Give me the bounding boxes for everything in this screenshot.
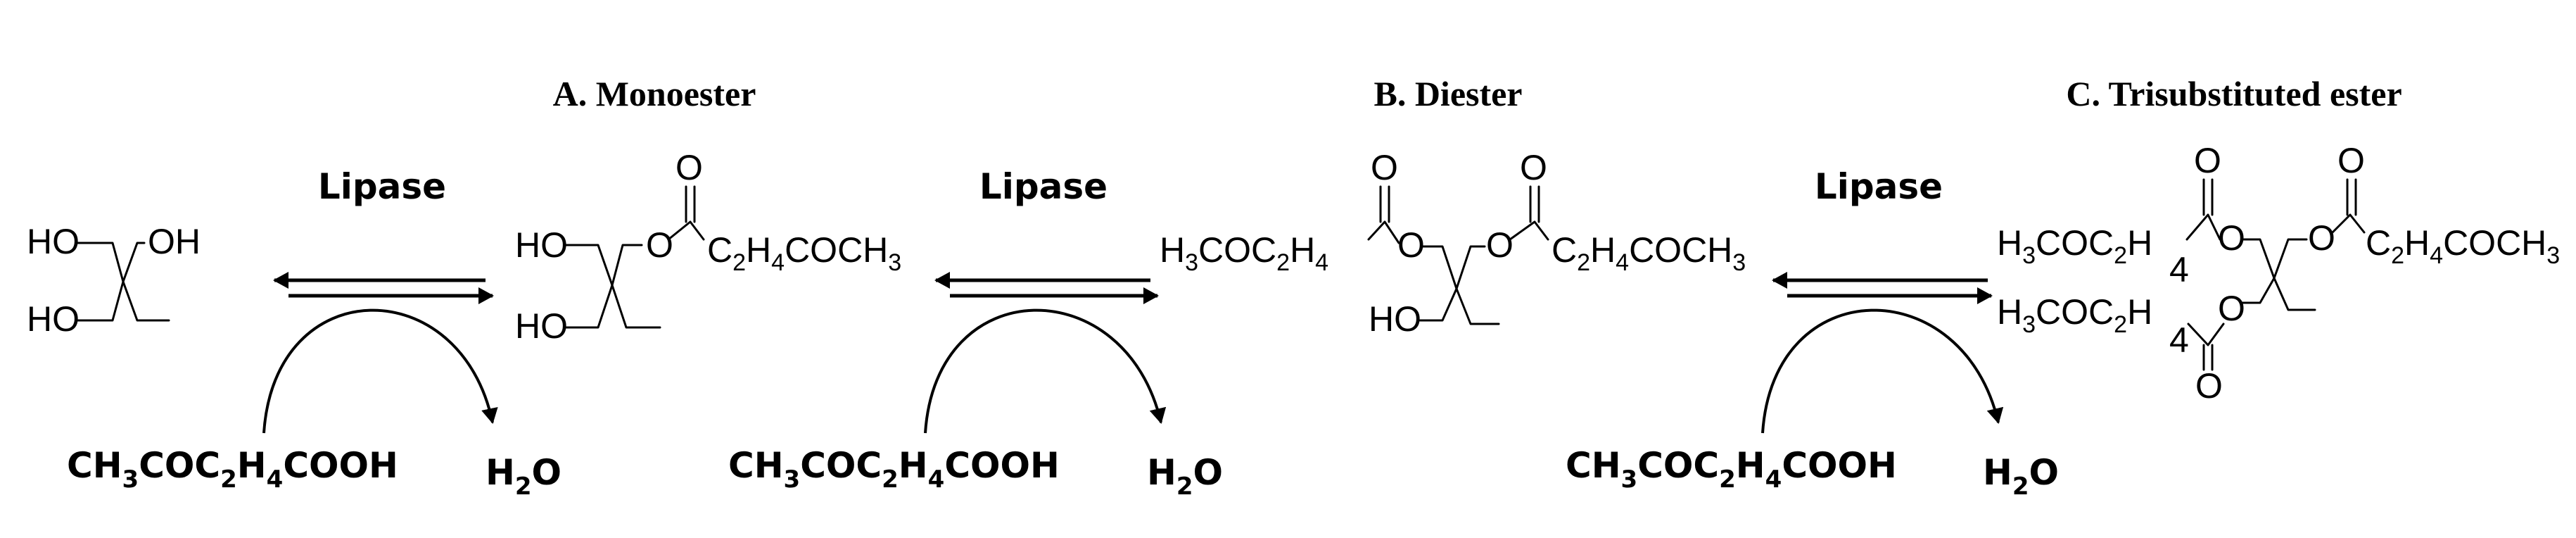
molecule-trimethylolpropane: HO OH HO bbox=[27, 222, 201, 339]
atom-acyl-tail: C2H4COCH3 bbox=[1552, 230, 1746, 276]
molecule-trisubstituted-ester: H3COC2H 4 O O O O C2H4COCH3 H3COC2H 4 O … bbox=[1997, 141, 2560, 406]
atom-subscript-4-top: 4 bbox=[2169, 250, 2189, 289]
atom-acyl-tail: C2H4COCH3 bbox=[2366, 223, 2560, 269]
reactant-label-2: CH3COC2H4COOH bbox=[728, 445, 1060, 494]
atom-ho-top: HO bbox=[27, 222, 80, 261]
title-monoester: A. Monoester bbox=[553, 74, 756, 113]
atom-subscript-4-bottom: 4 bbox=[2169, 320, 2189, 360]
atom-acyl-bottom: H3COC2H bbox=[1997, 292, 2152, 338]
lipase-label-3: Lipase bbox=[1815, 166, 1943, 207]
atom-o-ester-right: O bbox=[1486, 225, 1514, 265]
atom-o-carbonyl-left: O bbox=[1371, 148, 1398, 187]
svg-text:CH3COC2H4COOH: CH3COC2H4COOH bbox=[1566, 445, 1897, 494]
atom-acyl-top: H3COC2H bbox=[1997, 223, 2152, 269]
equilibrium-arrows-3 bbox=[1772, 272, 1993, 304]
equilibrium-arrows-2 bbox=[934, 272, 1159, 304]
atom-o-ester-left: O bbox=[1397, 225, 1425, 265]
atom-o-ester-top-right: O bbox=[2308, 218, 2335, 258]
lipase-label-1: Lipase bbox=[318, 166, 446, 207]
atom-o-ester: O bbox=[646, 225, 673, 265]
curved-arrow-1 bbox=[262, 308, 498, 434]
water-label-1: H2O bbox=[486, 452, 561, 501]
molecule-monoester: O HO O C2H4COCH3 HO bbox=[515, 148, 901, 346]
curved-arrow-2 bbox=[924, 308, 1167, 434]
reactant-label-3: CH3COC2H4COOH bbox=[1566, 445, 1897, 494]
atom-o-carbonyl-bottom: O bbox=[2195, 366, 2223, 406]
atom-o-carbonyl: O bbox=[675, 148, 703, 187]
svg-text:CH3COC2H4COOH: CH3COC2H4COOH bbox=[728, 445, 1060, 494]
atom-o-ester-bottom: O bbox=[2218, 289, 2245, 328]
atom-o-carbonyl-right: O bbox=[1520, 148, 1547, 187]
atom-o-carbonyl-top-right: O bbox=[2337, 141, 2365, 180]
reactant-label-1: CH3COC2H4COOH bbox=[67, 445, 398, 494]
atom-acyl-left: H3COC2H4 bbox=[1160, 230, 1328, 276]
water-label-2: H2O bbox=[1147, 452, 1223, 501]
title-diester: B. Diester bbox=[1373, 74, 1522, 113]
atom-ho-bottom: HO bbox=[515, 306, 568, 346]
atom-o-carbonyl-top-left: O bbox=[2194, 141, 2221, 180]
lipase-label-2: Lipase bbox=[979, 166, 1108, 207]
atom-oh-top: OH bbox=[148, 222, 201, 261]
atom-ho-bottom: HO bbox=[27, 299, 80, 339]
atom-ho-top: HO bbox=[515, 225, 568, 265]
water-label-3: H2O bbox=[1983, 452, 2059, 501]
svg-text:CH3COC2H4COOH: CH3COC2H4COOH bbox=[67, 445, 398, 494]
curved-arrow-3 bbox=[1761, 308, 2004, 434]
atom-acyl-tail: C2H4COCH3 bbox=[707, 230, 901, 276]
molecule-diester: H3COC2H4 O O O O C2H4COCH3 HO bbox=[1160, 148, 1746, 339]
atom-o-ester-top-left: O bbox=[2218, 218, 2245, 258]
equilibrium-arrows-1 bbox=[273, 272, 494, 304]
title-trisubstituted-ester: C. Trisubstituted ester bbox=[2066, 74, 2401, 113]
atom-ho: HO bbox=[1369, 299, 1421, 339]
